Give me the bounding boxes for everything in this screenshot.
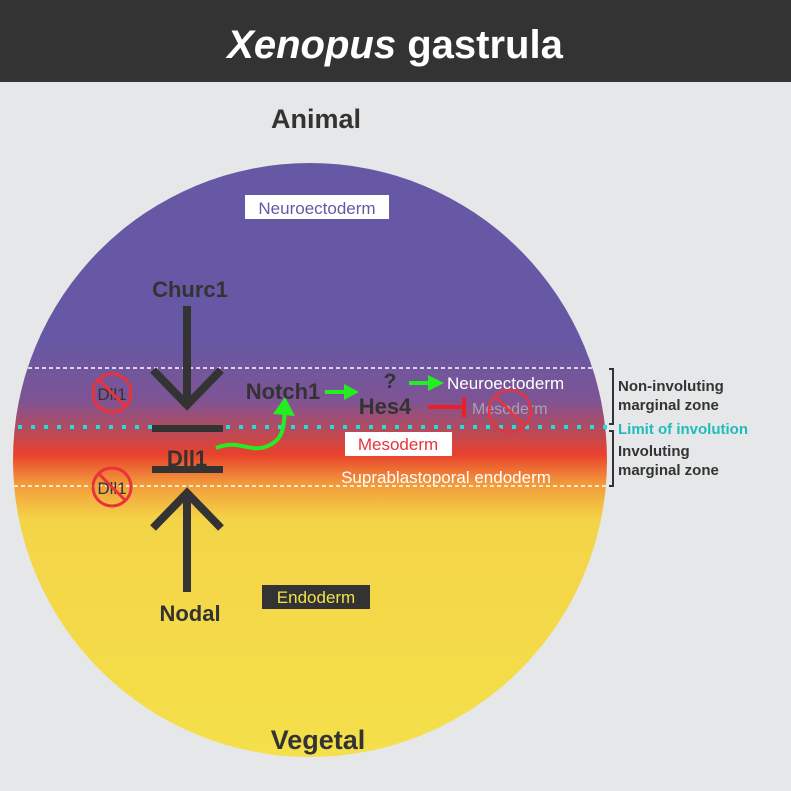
title: Xenopus gastrula: [225, 23, 563, 67]
mesoderm-label: Mesoderm: [358, 435, 438, 454]
arrowhead-icon: [344, 384, 359, 400]
limit-of-involution-label: Limit of involution: [618, 421, 748, 438]
dll1-absent-bottom: Dll1: [91, 466, 133, 508]
nodal-arrow: [150, 487, 224, 592]
vegetal-pole-label: Vegetal: [271, 725, 366, 755]
no-symbol-icon: [487, 388, 533, 434]
inhibition-bar-bottom: [152, 466, 223, 473]
inhibition-bar-top: [152, 425, 223, 432]
suprablastoporal-endoderm-label: Suprablastoporal endoderm: [341, 468, 551, 487]
nimz-bracket: [609, 368, 614, 425]
embryo: [13, 163, 607, 757]
churc1-arrow: [150, 306, 224, 411]
arrowhead-icon: [273, 397, 295, 416]
hes4-label: Hes4: [359, 394, 412, 419]
churc1-label: Churc1: [152, 277, 228, 302]
imz-bracket: [609, 430, 614, 487]
endoderm-label: Endoderm: [277, 588, 355, 607]
mesoderm-box: [345, 432, 452, 456]
animal-pole-label: Animal: [271, 104, 361, 134]
no-symbol-icon: [91, 372, 133, 414]
notch1-label: Notch1: [246, 379, 321, 404]
neuroectoderm-box: [245, 195, 389, 219]
arrowhead-icon: [428, 375, 444, 391]
endoderm-box: [262, 585, 370, 609]
title-bar: [0, 0, 791, 82]
neuroectoderm-target-label: Neuroectoderm: [447, 374, 564, 393]
no-symbol-icon: [91, 466, 133, 508]
nodal-label: Nodal: [159, 601, 220, 626]
unknown-factor-label: ?: [384, 370, 397, 393]
dll1-to-notch1-arrow: [215, 411, 287, 451]
dll1-absent-top: Dll1: [91, 372, 133, 414]
neuroectoderm-label: Neuroectoderm: [258, 199, 375, 218]
